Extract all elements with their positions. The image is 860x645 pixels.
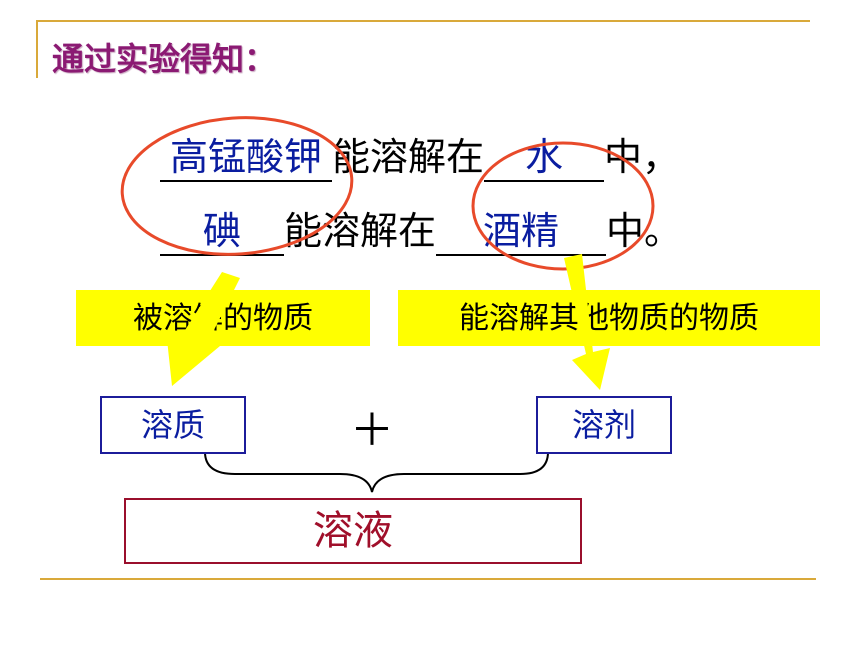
plus-sign: ＋ bbox=[350, 405, 394, 456]
blank-solvent-2: 酒精 bbox=[436, 208, 607, 256]
curly-brace bbox=[204, 451, 549, 493]
solution-box: 溶液 bbox=[124, 498, 582, 564]
circle-solute-highlight bbox=[120, 116, 354, 256]
sentence-1: 高锰酸钾能溶解在水中， bbox=[160, 126, 680, 182]
blank-solute-1: 高锰酸钾 bbox=[160, 134, 332, 182]
solvent-description-label: 能溶解其他物质的物质 bbox=[398, 290, 820, 346]
sentence-1-middle: 能溶解在 bbox=[332, 135, 485, 179]
sentence-2-middle: 能溶解在 bbox=[284, 209, 437, 253]
circle-solvent-highlight bbox=[471, 141, 655, 271]
slide-heading: 通过实验得知： bbox=[52, 40, 277, 78]
sentence-2: 碘能溶解在酒精中。 bbox=[160, 200, 682, 256]
arrow-to-solute bbox=[166, 272, 240, 386]
left-rule bbox=[36, 20, 38, 78]
bottom-rule bbox=[40, 578, 816, 580]
arrow-to-solvent bbox=[564, 254, 610, 390]
top-rule bbox=[38, 20, 810, 22]
solvent-box: 溶剂 bbox=[536, 396, 672, 454]
solute-box: 溶质 bbox=[100, 396, 246, 454]
